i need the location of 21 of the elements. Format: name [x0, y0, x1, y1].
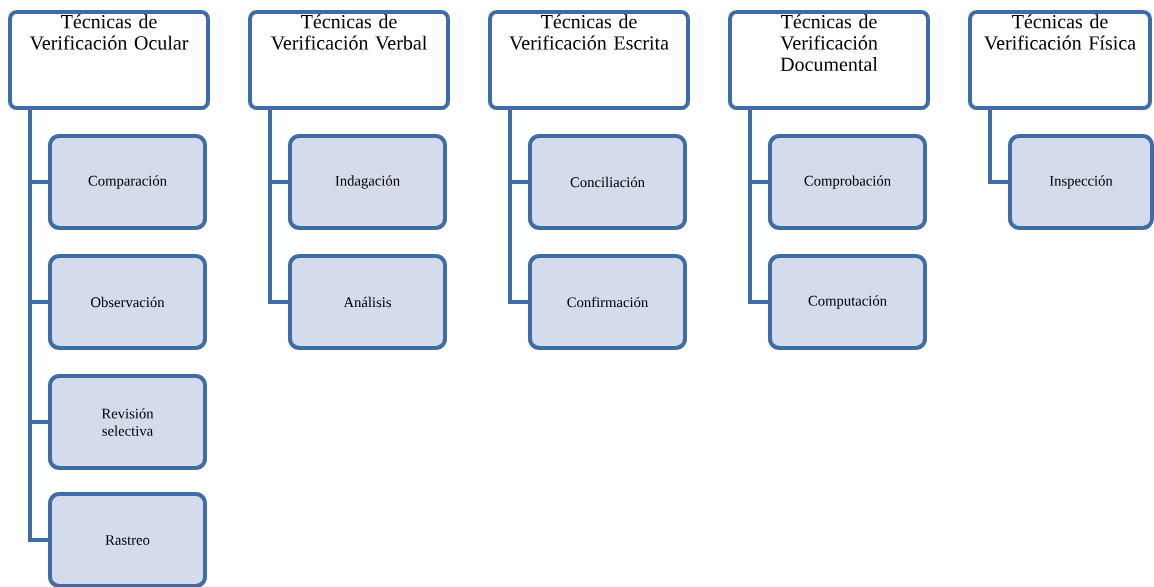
item-box: Confirmación: [528, 254, 687, 350]
connector-line: [988, 110, 1008, 184]
item-box: Observación: [48, 254, 207, 350]
item-box: Inspección: [1008, 134, 1154, 230]
header-box: Técnicas de Verificación Documental: [728, 10, 930, 110]
connector-line: [28, 110, 48, 542]
item-box: Comparación: [48, 134, 207, 230]
item-box: Revisión selectiva: [48, 374, 207, 470]
connector-line: [268, 110, 288, 304]
item-box: Computación: [768, 254, 927, 350]
item-box: Conciliación: [528, 134, 687, 230]
header-box: Técnicas de Verificación Verbal: [248, 10, 450, 110]
item-box: Análisis: [288, 254, 447, 350]
connector-line: [748, 110, 768, 304]
header-box: Técnicas de Verificación Ocular: [8, 10, 210, 110]
item-box: Comprobación: [768, 134, 927, 230]
header-box: Técnicas de Verificación Física: [968, 10, 1152, 110]
header-box: Técnicas de Verificación Escrita: [488, 10, 690, 110]
item-box: Rastreo: [48, 492, 207, 587]
connector-line: [508, 110, 528, 304]
item-box: Indagación: [288, 134, 447, 230]
